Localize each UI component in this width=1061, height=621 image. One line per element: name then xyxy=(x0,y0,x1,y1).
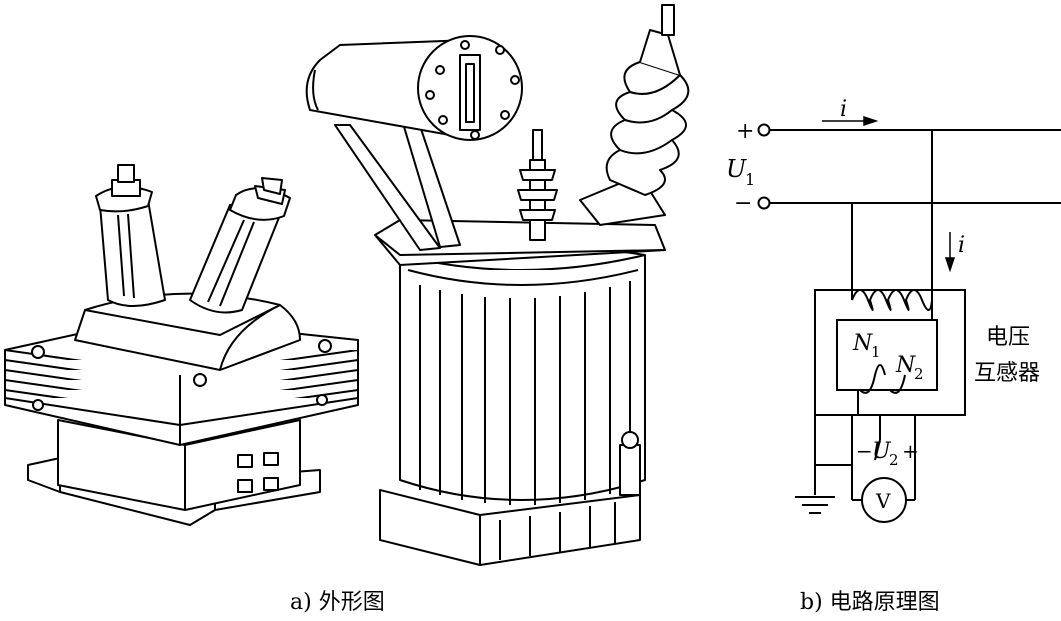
device-label-line1: 电压 xyxy=(986,325,1030,350)
u2-symbol: U xyxy=(872,439,892,464)
large-transformer-illustration xyxy=(305,4,690,566)
n1-subscript: 1 xyxy=(871,343,881,361)
terminal-minus xyxy=(757,196,771,210)
terminal-plus xyxy=(757,123,771,137)
u1-symbol: U xyxy=(726,155,747,183)
current-arrow-top xyxy=(822,115,879,127)
u2-plus-label: + xyxy=(902,439,919,463)
plus-label: + xyxy=(736,119,754,144)
n2-subscript: 2 xyxy=(914,365,924,383)
u2-subscript: 2 xyxy=(889,451,899,469)
u2-minus-label: − xyxy=(856,439,873,463)
u1-subscript: 1 xyxy=(745,170,755,189)
minus-label: − xyxy=(734,191,752,216)
device-label-line2: 互感器 xyxy=(974,361,1040,386)
caption-appearance: a) 外形图 xyxy=(290,590,385,615)
current-label-down: i xyxy=(958,233,965,258)
n2-symbol: N xyxy=(895,353,916,378)
circuit-schematic xyxy=(769,129,1061,523)
caption-circuit-principle: b) 电路原理图 xyxy=(800,590,940,615)
voltmeter-label: V xyxy=(875,489,891,513)
current-label-top: i xyxy=(840,97,847,122)
voltmeter xyxy=(861,477,907,523)
n1-symbol: N xyxy=(852,331,873,356)
current-arrow-down xyxy=(944,232,956,273)
small-transformer-illustration xyxy=(4,164,359,526)
